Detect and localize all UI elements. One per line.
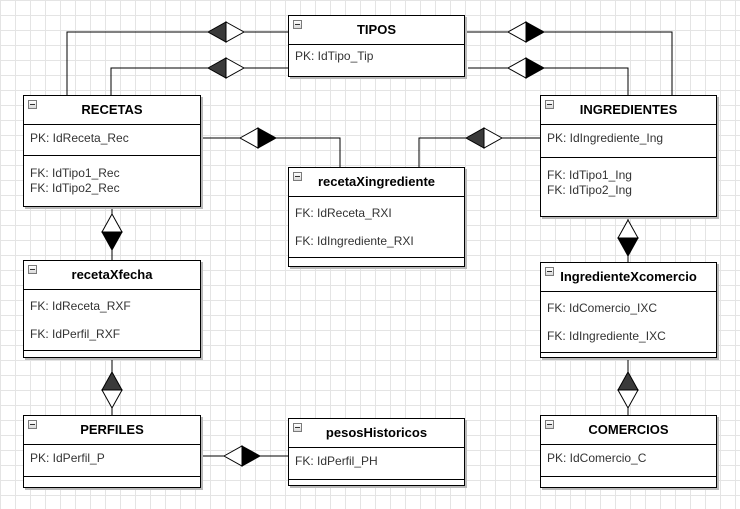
attribute-row: FK: IdTipo2_Ing (547, 183, 632, 197)
entity-header: COMERCIOS (541, 416, 716, 445)
entity-title: INGREDIENTES (579, 102, 678, 117)
collapse-icon[interactable] (293, 423, 302, 432)
entity-title: pesosHistoricos (325, 425, 428, 440)
entity-title: RECETAS (81, 102, 143, 117)
attribute-row: FK: IdPerfil_PH (295, 454, 378, 468)
collapse-icon[interactable] (293, 172, 302, 181)
collapse-icon[interactable] (28, 100, 37, 109)
fk-section: FK: IdTipo1_Ing FK: IdTipo2_Ing (541, 158, 716, 202)
entity-header: recetaXfecha (24, 261, 200, 290)
diamond-ingredientes-ixc (617, 218, 639, 258)
entity-recetas[interactable]: RECETAS PK: IdReceta_Rec FK: IdTipo1_Rec… (23, 95, 201, 207)
diamond-recetas-tipos-2 (206, 57, 246, 79)
entity-title: COMERCIOS (588, 422, 669, 437)
entity-header: INGREDIENTES (541, 96, 716, 125)
diamond-recetas-tipos-1 (206, 21, 246, 43)
entity-ingrediente-x-comercio[interactable]: IngredienteXcomercio FK: IdComercio_IXC … (540, 262, 717, 358)
attribute-row: PK: IdComercio_C (547, 451, 647, 465)
attribute-row: PK: IdIngrediente_Ing (547, 131, 664, 145)
key-section: FK: IdPerfil_PH (289, 448, 464, 480)
diamond-ingredientes-tipos-1 (506, 21, 546, 43)
entity-perfiles[interactable]: PERFILES PK: IdPerfil_P (23, 415, 201, 488)
diamond-perfiles-pesos (222, 445, 262, 467)
attribute-row: FK: IdIngrediente_RXI (295, 234, 414, 248)
attribute-row: FK: IdComercio_IXC (547, 301, 658, 315)
entity-header: pesosHistoricos (289, 419, 464, 448)
diamond-recetas-rxf (101, 212, 123, 252)
fk-section: FK: IdTipo1_Rec FK: IdTipo2_Rec (24, 156, 200, 200)
entity-title: PERFILES (80, 422, 144, 437)
connector-ingredientes-tipos-2 (468, 67, 629, 95)
entity-ingredientes[interactable]: INGREDIENTES PK: IdIngrediente_Ing FK: I… (540, 95, 717, 217)
entity-header: IngredienteXcomercio (541, 263, 716, 292)
diamond-rxf-perfiles (101, 370, 123, 410)
attribute-row: FK: IdTipo1_Rec (30, 166, 120, 180)
attribute-row: PK: IdTipo_Tip (295, 49, 374, 63)
attribute-row: PK: IdPerfil_P (30, 451, 105, 465)
attribute-row: FK: IdTipo2_Rec (30, 181, 120, 195)
key-section: PK: IdTipo_Tip (289, 45, 464, 68)
entity-title: recetaXingrediente (317, 174, 436, 189)
key-section: FK: IdReceta_RXF FK: IdPerfil_RXF (24, 290, 200, 351)
diamond-recetas-rxi (238, 127, 278, 149)
collapse-icon[interactable] (28, 420, 37, 429)
entity-tipos[interactable]: TIPOS PK: IdTipo_Tip (288, 15, 465, 77)
collapse-icon[interactable] (545, 420, 554, 429)
pk-section: PK: IdIngrediente_Ing (541, 125, 716, 158)
attribute-row: PK: IdReceta_Rec (30, 131, 129, 145)
connector-recetas-rxi (201, 137, 341, 167)
connector-ingredientes-tipos-1 (464, 31, 673, 95)
entity-header: RECETAS (24, 96, 200, 125)
entity-receta-x-fecha[interactable]: recetaXfecha FK: IdReceta_RXF FK: IdPerf… (23, 260, 201, 358)
attribute-row: FK: IdPerfil_RXF (30, 327, 121, 341)
entity-receta-x-ingrediente[interactable]: recetaXingrediente FK: IdReceta_RXI FK: … (288, 167, 465, 267)
entity-header: recetaXingrediente (289, 168, 464, 197)
diamond-ingredientes-tipos-2 (506, 57, 546, 79)
entity-title: TIPOS (356, 22, 396, 37)
attribute-row: FK: IdIngrediente_IXC (547, 329, 666, 343)
collapse-icon[interactable] (545, 100, 554, 109)
key-section: PK: IdComercio_C (541, 445, 716, 477)
attribute-row: FK: IdTipo1_Ing (547, 168, 632, 182)
collapse-icon[interactable] (545, 267, 554, 276)
entity-header: PERFILES (24, 416, 200, 445)
pk-section: PK: IdReceta_Rec (24, 125, 200, 156)
entity-pesos-historicos[interactable]: pesosHistoricos FK: IdPerfil_PH (288, 418, 465, 486)
diamond-ixc-comercios (617, 370, 639, 410)
connector-recetas-tipos-2 (110, 67, 290, 95)
key-section: FK: IdComercio_IXC FK: IdIngrediente_IXC (541, 292, 716, 353)
attribute-row: FK: IdReceta_RXI (295, 206, 392, 220)
entity-comercios[interactable]: COMERCIOS PK: IdComercio_C (540, 415, 717, 488)
entity-title: IngredienteXcomercio (560, 269, 697, 284)
connector-recetas-tipos-1 (66, 31, 290, 95)
attribute-row: FK: IdReceta_RXF (30, 299, 131, 313)
collapse-icon[interactable] (28, 265, 37, 274)
entity-header: TIPOS (289, 16, 464, 45)
key-section: FK: IdReceta_RXI FK: IdIngrediente_RXI (289, 197, 464, 258)
diamond-ingredientes-rxi (464, 127, 504, 149)
collapse-icon[interactable] (293, 20, 302, 29)
key-section: PK: IdPerfil_P (24, 445, 200, 477)
entity-title: recetaXfecha (71, 267, 153, 282)
